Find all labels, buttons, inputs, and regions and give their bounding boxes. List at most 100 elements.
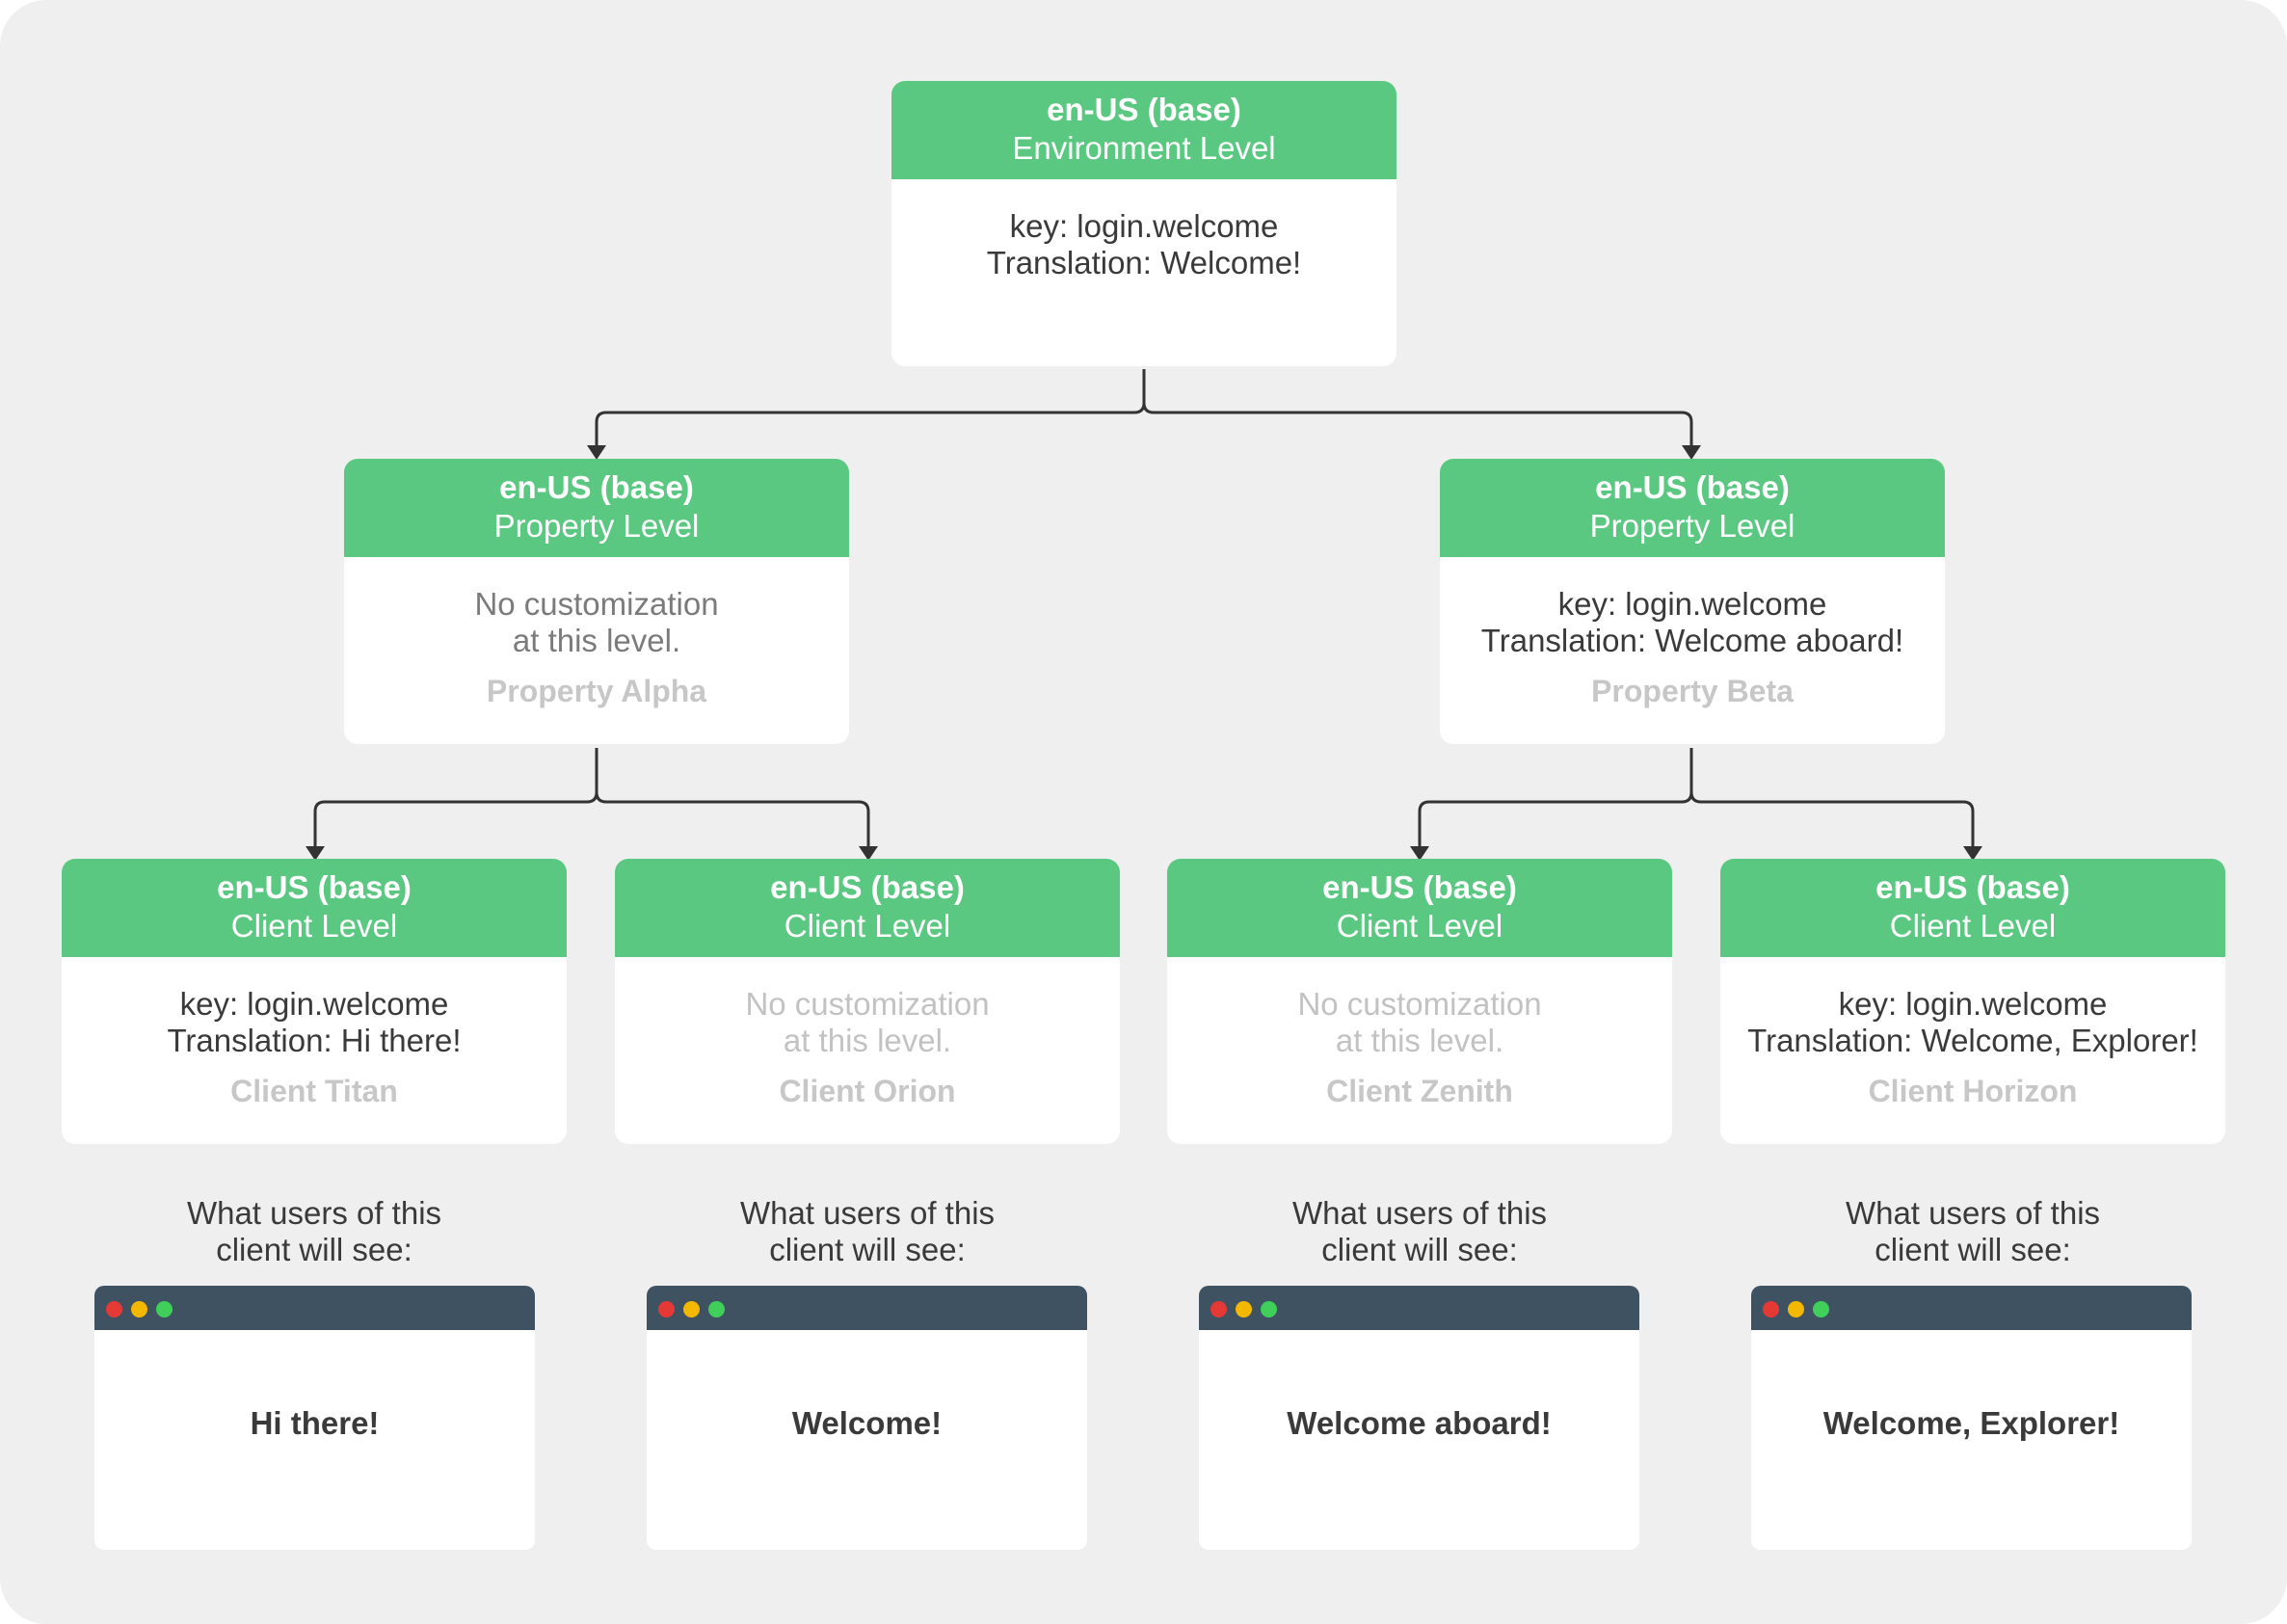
close-dot-icon [106, 1301, 122, 1318]
environment-locale-title: en-US (base) [1047, 92, 1241, 127]
property-level-label: Property Level [1589, 508, 1795, 544]
client-level-label: Client Level [784, 908, 951, 944]
environment-node-header: en-US (base) Environment Level [891, 81, 1396, 179]
client-status-line-1: No customization [1297, 986, 1542, 1022]
window-titlebar [1751, 1286, 2192, 1330]
environment-node-body: key: login.welcome Translation: Welcome! [891, 179, 1396, 281]
property-node-alpha: en-US (base) Property Level No customiza… [344, 459, 849, 744]
preview-label-line-2: client will see: [769, 1232, 966, 1267]
property-node-header: en-US (base) Property Level [344, 459, 849, 557]
preview-label-line-2: client will see: [216, 1232, 412, 1267]
client-translation-line: Translation: Welcome, Explorer! [1747, 1023, 2198, 1058]
client-node-header: en-US (base) Client Level [615, 859, 1120, 957]
maximize-dot-icon [1813, 1301, 1829, 1318]
environment-translation-line: Translation: Welcome! [986, 245, 1302, 280]
property-translation-line: Translation: Welcome aboard! [1480, 623, 1904, 658]
client-owner-name: Client Horizon [1868, 1074, 2078, 1108]
client-node-zenith: en-US (base) Client Level No customizati… [1167, 859, 1672, 1144]
window-titlebar [647, 1286, 1087, 1330]
preview-label-line-2: client will see: [1321, 1232, 1518, 1267]
arrowhead-property-alpha [587, 445, 606, 460]
client-node-header: en-US (base) Client Level [62, 859, 567, 957]
connector-alpha-to-client-orion [595, 748, 870, 846]
property-owner-name: Property Beta [1591, 674, 1794, 708]
client-owner-name: Client Orion [779, 1074, 956, 1108]
client-translation-line: Translation: Hi there! [167, 1023, 462, 1058]
property-status-line-2: at this level. [512, 623, 681, 658]
client-node-titan: en-US (base) Client Level key: login.wel… [62, 859, 567, 1144]
connector-env-to-property-alpha [595, 369, 1146, 445]
preview-label-zenith: What users of this client will see: [1169, 1195, 1670, 1268]
client-node-header: en-US (base) Client Level [1720, 859, 2225, 957]
client-level-label: Client Level [1336, 908, 1503, 944]
preview-label-titan: What users of this client will see: [64, 1195, 565, 1268]
connector-env-to-property-beta [1142, 369, 1693, 445]
property-status-line-1: No customization [474, 586, 719, 622]
client-status-line-2: at this level. [783, 1023, 952, 1058]
client-node-body: key: login.welcome Translation: Welcome,… [1720, 957, 2225, 1109]
environment-key-line: key: login.welcome [1009, 208, 1279, 244]
client-node-body: key: login.welcome Translation: Hi there… [62, 957, 567, 1109]
close-dot-icon [658, 1301, 675, 1318]
client-owner-name: Client Zenith [1326, 1074, 1513, 1108]
property-node-header: en-US (base) Property Level [1440, 459, 1945, 557]
property-locale-title: en-US (base) [499, 469, 694, 505]
client-key-line: key: login.welcome [1838, 986, 2108, 1022]
environment-level-label: Environment Level [1012, 130, 1276, 166]
minimize-dot-icon [683, 1301, 700, 1318]
connector-alpha-to-client-titan [313, 748, 598, 846]
preview-label-orion: What users of this client will see: [617, 1195, 1118, 1268]
client-node-horizon: en-US (base) Client Level key: login.wel… [1720, 859, 2225, 1144]
arrowhead-client-orion [859, 846, 878, 861]
client-level-label: Client Level [230, 908, 398, 944]
arrowhead-client-zenith [1410, 846, 1429, 861]
minimize-dot-icon [1788, 1301, 1804, 1318]
client-status-line-2: at this level. [1335, 1023, 1504, 1058]
arrowhead-client-horizon [1963, 846, 1982, 861]
property-node-body: key: login.welcome Translation: Welcome … [1440, 557, 1945, 709]
property-node-body: No customization at this level. Property… [344, 557, 849, 709]
browser-preview-orion: Welcome! [647, 1286, 1087, 1550]
arrowhead-property-beta [1682, 445, 1701, 460]
preview-label-line-1: What users of this [1291, 1195, 1548, 1231]
client-status-line-1: No customization [745, 986, 990, 1022]
minimize-dot-icon [1236, 1301, 1252, 1318]
preview-message: Hi there! [250, 1405, 380, 1441]
connector-beta-to-client-zenith [1418, 748, 1693, 846]
client-locale-title: en-US (base) [770, 869, 965, 905]
property-owner-name: Property Alpha [486, 674, 707, 708]
preview-label-line-1: What users of this [1845, 1195, 2101, 1231]
client-key-line: key: login.welcome [179, 986, 449, 1022]
maximize-dot-icon [708, 1301, 725, 1318]
minimize-dot-icon [131, 1301, 147, 1318]
preview-message: Welcome aboard! [1287, 1405, 1552, 1441]
maximize-dot-icon [1261, 1301, 1277, 1318]
maximize-dot-icon [156, 1301, 173, 1318]
client-level-label: Client Level [1889, 908, 2057, 944]
environment-node: en-US (base) Environment Level key: logi… [891, 81, 1396, 366]
preview-label-line-1: What users of this [739, 1195, 996, 1231]
close-dot-icon [1210, 1301, 1227, 1318]
window-titlebar [1199, 1286, 1639, 1330]
client-node-body: No customization at this level. Client Z… [1167, 957, 1672, 1109]
property-locale-title: en-US (base) [1595, 469, 1790, 505]
property-key-line: key: login.welcome [1557, 586, 1827, 622]
client-node-orion: en-US (base) Client Level No customizati… [615, 859, 1120, 1144]
client-locale-title: en-US (base) [1875, 869, 2070, 905]
connector-beta-to-client-horizon [1689, 748, 1975, 846]
browser-preview-zenith: Welcome aboard! [1199, 1286, 1639, 1550]
browser-preview-horizon: Welcome, Explorer! [1751, 1286, 2192, 1550]
arrowhead-client-titan [306, 846, 325, 861]
preview-message: Welcome, Explorer! [1822, 1405, 2120, 1441]
browser-preview-titan: Hi there! [94, 1286, 535, 1550]
property-node-beta: en-US (base) Property Level key: login.w… [1440, 459, 1945, 744]
preview-label-horizon: What users of this client will see: [1722, 1195, 2223, 1268]
client-locale-title: en-US (base) [1322, 869, 1517, 905]
client-locale-title: en-US (base) [217, 869, 412, 905]
preview-message: Welcome! [791, 1405, 943, 1441]
property-level-label: Property Level [493, 508, 700, 544]
preview-label-line-1: What users of this [186, 1195, 442, 1231]
client-owner-name: Client Titan [230, 1074, 398, 1108]
